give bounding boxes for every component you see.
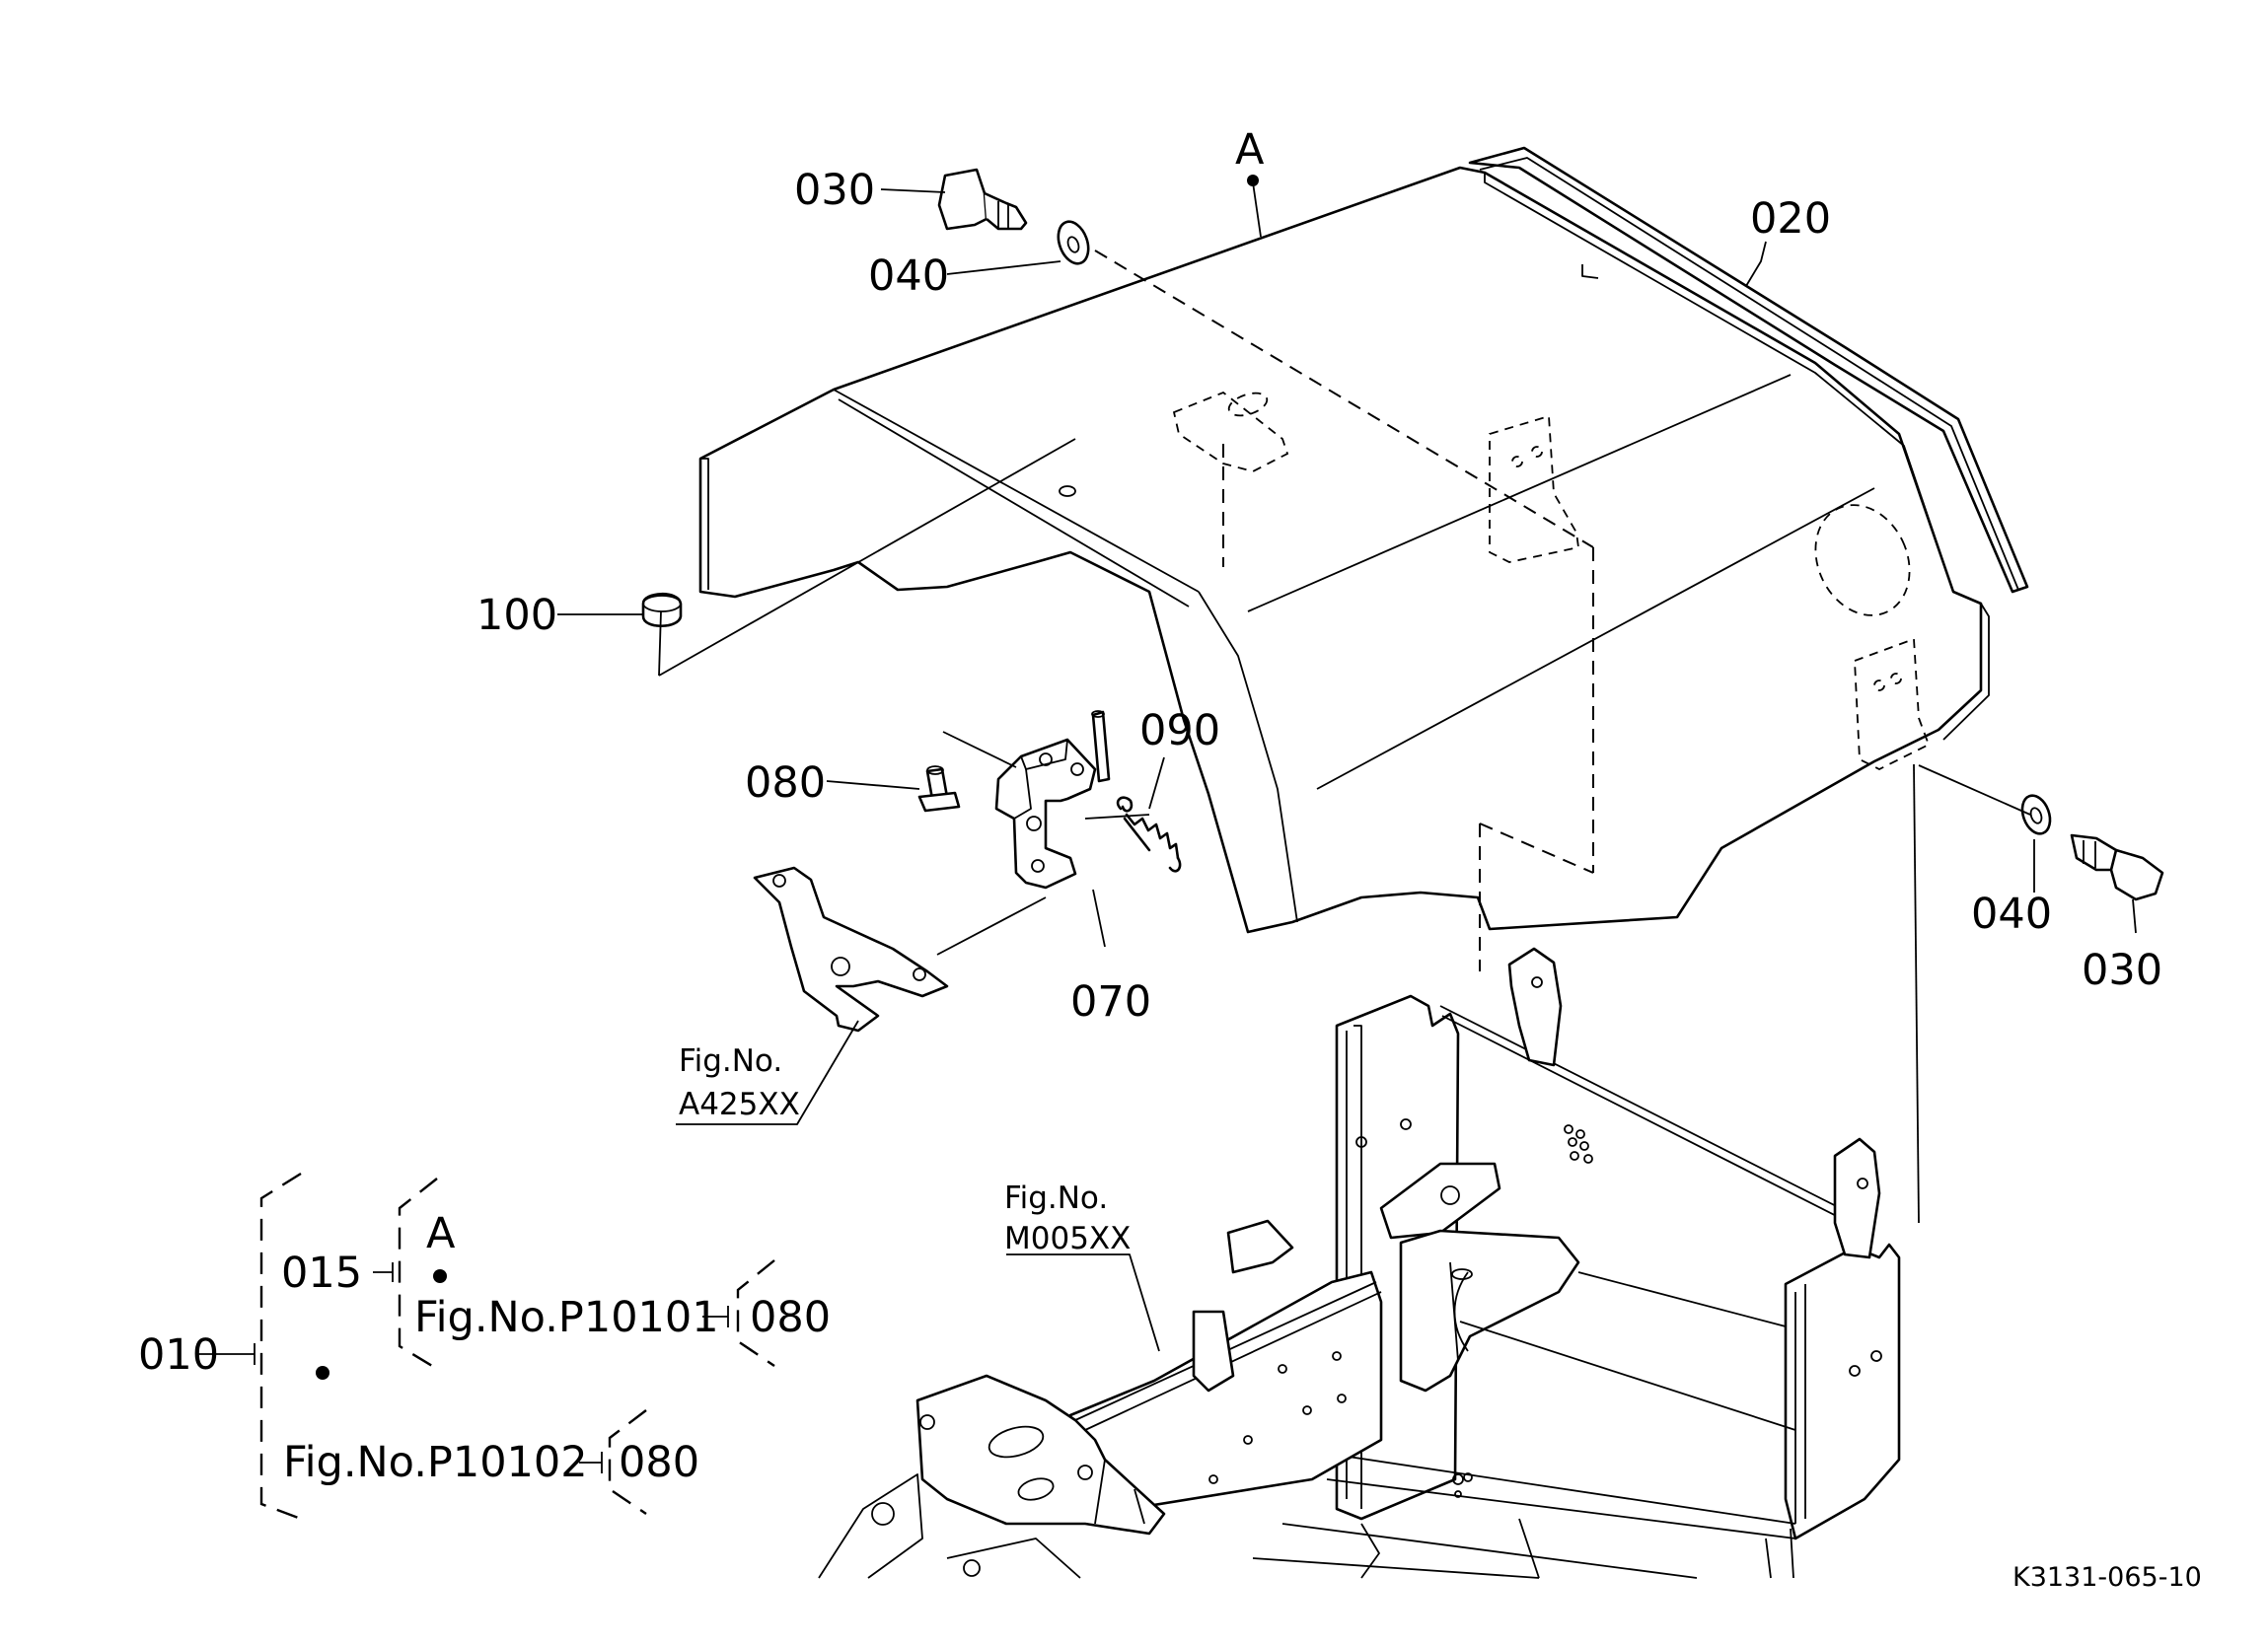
callout-080: 080 [745, 758, 826, 808]
callout-leaders [557, 175, 2137, 1352]
callout-040-top: 040 [868, 251, 949, 301]
legend-A: A [426, 1209, 456, 1258]
connector-dot-icon [316, 1366, 329, 1380]
washer-icon [2020, 794, 2052, 835]
callout-090: 090 [1139, 706, 1220, 755]
legend-080-b: 080 [619, 1438, 699, 1487]
connector-dot-icon [1247, 175, 1259, 186]
callout-040-right: 040 [1971, 890, 2052, 939]
leader-dashes [658, 250, 1920, 1224]
legend-015: 015 [281, 1249, 362, 1298]
callout-030-right: 030 [2082, 946, 2162, 995]
ref-a425-line1: Fig.No. [679, 1043, 782, 1079]
callout-A-top: A [1235, 125, 1265, 175]
bolt-icon [917, 765, 961, 813]
spring-icon [1116, 796, 1182, 873]
assembly-legend [195, 1172, 775, 1521]
frame-drawing [818, 947, 1901, 1579]
legend-fig-p10102: Fig.No.P10102 [283, 1438, 588, 1487]
callout-100: 100 [476, 591, 557, 640]
callout-030-top: 030 [794, 166, 875, 215]
bolt-icon [937, 168, 1028, 231]
plug-icon [641, 592, 683, 628]
ref-m005-line1: Fig.No. [1004, 1181, 1108, 1216]
legend-080-a: 080 [750, 1293, 831, 1342]
connector-dot-icon [433, 1269, 447, 1283]
bolt-icon [2070, 833, 2164, 901]
hood-cover-drawing [698, 146, 2029, 934]
ref-a425-line2: A425XX [679, 1087, 800, 1122]
latch-leaders [936, 731, 1150, 956]
legend-fig-p10101: Fig.No.P10101 [414, 1293, 719, 1342]
callout-070: 070 [1070, 977, 1151, 1027]
drawing-code: K3131-065-10 [2012, 1562, 2202, 1593]
ref-m005-line2: M005XX [1004, 1221, 1131, 1256]
latch-bracket-icon [994, 710, 1111, 890]
bracket-a425-drawing [753, 866, 949, 1033]
washer-icon [1057, 220, 1090, 265]
callout-020: 020 [1750, 194, 1831, 244]
legend-010: 010 [138, 1330, 219, 1380]
